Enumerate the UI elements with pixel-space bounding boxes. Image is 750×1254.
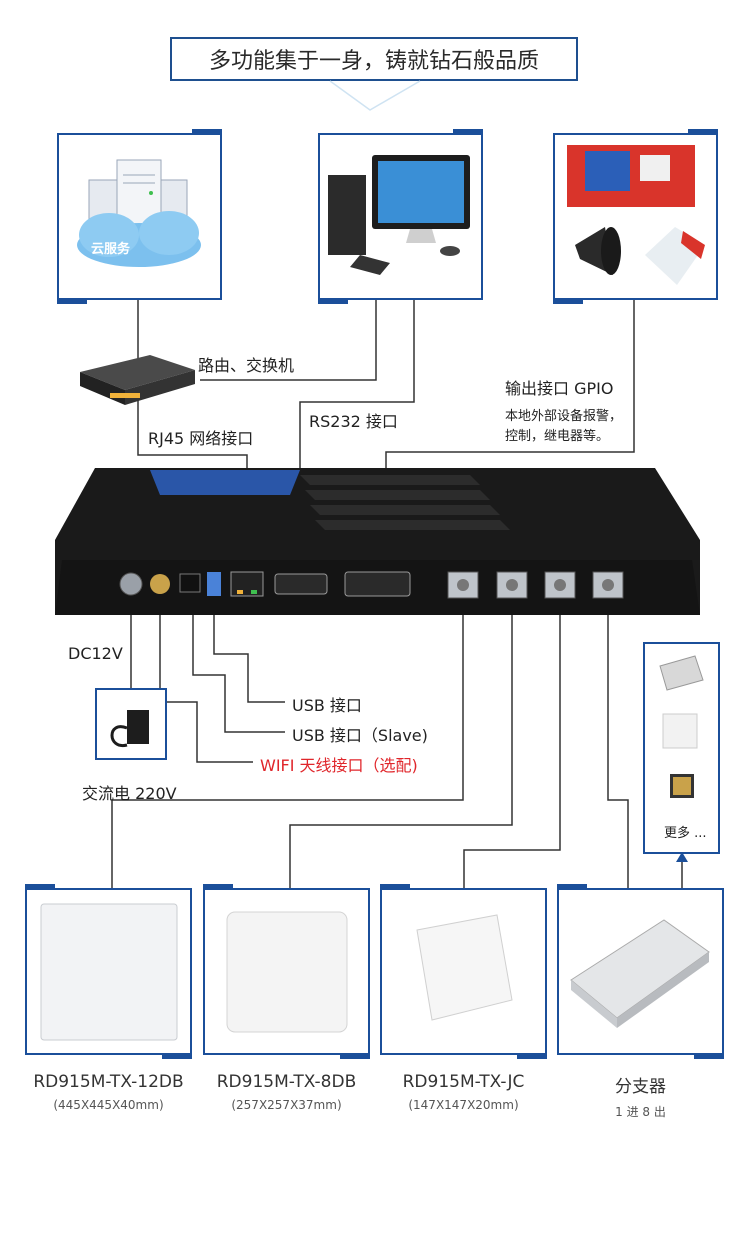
- relay-alarm-icon: [567, 145, 705, 285]
- product-dim: (147X147X20mm): [408, 1098, 519, 1112]
- product-jc-caption: RD915M-TX-JC (147X147X20mm): [380, 1072, 547, 1112]
- power-adapter-frame: [95, 688, 167, 760]
- gpio-label: 输出接口 GPIO: [505, 379, 614, 398]
- antenna-8db-icon: [226, 911, 348, 1033]
- product-name: RD915M-TX-8DB: [216, 1072, 357, 1092]
- router-label: 路由、交换机: [198, 356, 295, 375]
- product-12db-caption: RD915M-TX-12DB (445X445X40mm): [25, 1072, 192, 1112]
- wifi-antenna-label: WIFI 天线接口（选配): [260, 756, 418, 775]
- more-antennas-frame: 更多 ...: [643, 642, 720, 854]
- antenna-jc-icon: [416, 914, 513, 1021]
- product-name: 分支器: [615, 1077, 666, 1097]
- antenna-jc-frame: [380, 884, 547, 1059]
- product-dim: (257X257X37mm): [231, 1098, 342, 1112]
- computer-frame: [318, 129, 483, 304]
- power-adapter-icon: [110, 710, 149, 747]
- dc12v-label: DC12V: [68, 644, 123, 663]
- rs232-label: RS232 接口: [309, 412, 398, 431]
- product-name: RD915M-TX-JC: [402, 1072, 525, 1092]
- product-8db-caption: RD915M-TX-8DB (257X257X37mm): [203, 1072, 370, 1112]
- gpio-devices-frame: [553, 129, 718, 304]
- cloud-server-icon: [77, 159, 201, 267]
- cloud-label: 云服务: [91, 242, 131, 257]
- ac-power-label: 交流电 220V: [82, 784, 177, 803]
- usb-label: USB 接口: [292, 696, 362, 715]
- product-name: RD915M-TX-12DB: [33, 1072, 184, 1092]
- product-dim: (445X445X40mm): [53, 1098, 164, 1112]
- antenna-8db-frame: [203, 884, 370, 1059]
- computer-icon: [328, 155, 470, 275]
- splitter-caption: 分支器 1 进 8 出: [557, 1072, 724, 1120]
- usb-slave-label: USB 接口（Slave): [292, 726, 428, 745]
- gpio-desc-1: 本地外部设备报警，: [505, 409, 623, 424]
- antenna-12db-icon: [40, 903, 178, 1041]
- antenna-12db-frame: [25, 884, 192, 1059]
- product-dim: 1 进 8 出: [615, 1105, 666, 1119]
- gpio-desc-2: 控制，继电器等。: [505, 429, 610, 444]
- page-title: 多功能集于一身，铸就钻石般品质: [170, 37, 578, 81]
- splitter-frame: [557, 884, 724, 1059]
- rj45-label: RJ45 网络接口: [148, 429, 254, 448]
- cloud-service-frame: 云服务: [57, 129, 222, 304]
- splitter-icon: [570, 919, 710, 1028]
- small-antenna-icons: [659, 655, 704, 798]
- more-label: 更多 ...: [664, 826, 707, 841]
